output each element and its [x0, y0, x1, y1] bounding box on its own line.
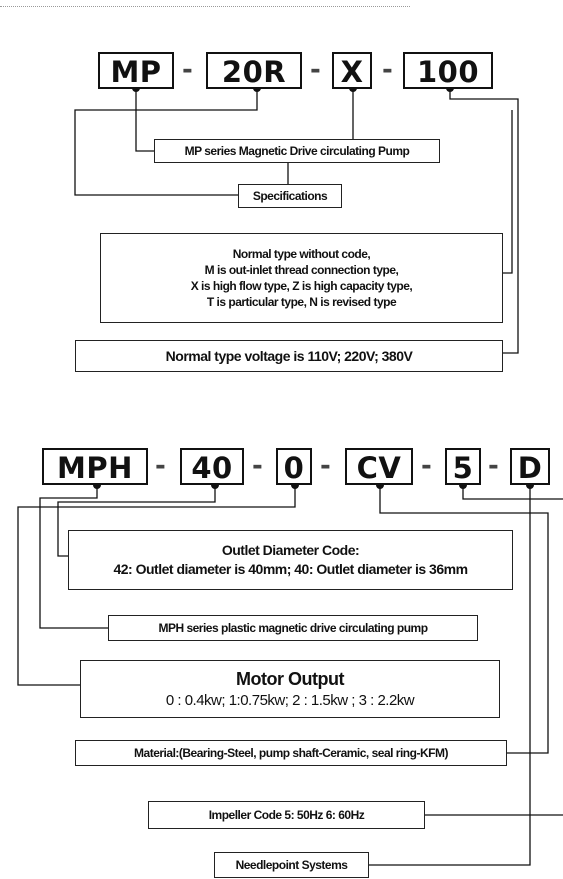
connector-mp	[135, 88, 154, 152]
specifications-label: Specifications	[252, 189, 328, 203]
mph-series-box: MPH series plastic magnetic drive circul…	[108, 615, 478, 641]
connector-mph	[39, 485, 108, 629]
connector-40	[57, 485, 216, 557]
type-box: Normal type without code, M is out-inlet…	[100, 233, 503, 323]
voltage-box: Normal type voltage is 110V; 220V; 380V	[75, 340, 503, 372]
needlepoint-label: Needlepoint Systems	[235, 858, 348, 872]
type-line: X is high flow type, Z is high capacity …	[190, 279, 413, 293]
code-d: D	[510, 448, 550, 485]
series-label: MP series Magnetic Drive circulating Pum…	[184, 144, 410, 158]
connector-x	[287, 88, 354, 184]
code-separator: -	[382, 55, 393, 85]
mph-series-label: MPH series plastic magnetic drive circul…	[158, 621, 428, 635]
code-cv: CV	[345, 448, 413, 485]
material-label: Material:(Bearing-Steel, pump shaft-Cera…	[134, 746, 448, 760]
type-line: T is particular type, N is revised type	[206, 295, 397, 309]
connector-d	[369, 485, 531, 866]
dotted-divider	[0, 6, 410, 7]
impeller-box: Impeller Code 5: 50Hz 6: 60Hz	[148, 801, 425, 829]
connector-5	[462, 485, 563, 500]
code-mph: MPH	[42, 448, 148, 485]
code-5: 5	[445, 448, 481, 485]
outlet-box: Outlet Diameter Code: 42: Outlet diamete…	[68, 530, 513, 590]
impeller-label: Impeller Code 5: 50Hz 6: 60Hz	[208, 808, 365, 822]
needlepoint-box: Needlepoint Systems	[214, 852, 369, 878]
connector-100	[449, 88, 519, 354]
type-line: M is out-inlet thread connection type,	[204, 263, 399, 277]
code-separator: -	[310, 55, 321, 85]
code-separator: -	[252, 451, 263, 481]
code-separator: -	[182, 55, 193, 85]
type-line: Normal type without code,	[232, 247, 371, 261]
code-100: 100	[403, 52, 493, 89]
outlet-title: Outlet Diameter Code:	[221, 542, 360, 558]
motor-output-box: Motor Output 0 : 0.4kw; 1:0.75kw; 2 : 1.…	[80, 660, 500, 718]
connector-cv	[379, 485, 549, 754]
code-40: 40	[180, 448, 244, 485]
code-x: X	[332, 52, 372, 89]
code-separator: -	[320, 451, 331, 481]
connector-0	[17, 485, 296, 686]
specifications-box: Specifications	[238, 184, 342, 208]
code-mp: MP	[98, 52, 174, 89]
connector-mp-type	[503, 110, 513, 274]
voltage-label: Normal type voltage is 110V; 220V; 380V	[165, 347, 413, 364]
connector-20r	[74, 88, 258, 196]
motor-output-detail: 0 : 0.4kw; 1:0.75kw; 2 : 1.5kw ; 3 : 2.2…	[165, 692, 415, 709]
code-separator: -	[488, 451, 499, 481]
series-box: MP series Magnetic Drive circulating Pum…	[154, 139, 440, 163]
code-20r: 20R	[206, 52, 302, 89]
outlet-detail: 42: Outlet diameter is 40mm; 40: Outlet …	[113, 561, 468, 577]
motor-output-title: Motor Output	[236, 669, 344, 689]
code-0: 0	[276, 448, 312, 485]
code-separator: -	[421, 451, 432, 481]
code-separator: -	[155, 451, 166, 481]
material-box: Material:(Bearing-Steel, pump shaft-Cera…	[75, 740, 507, 766]
